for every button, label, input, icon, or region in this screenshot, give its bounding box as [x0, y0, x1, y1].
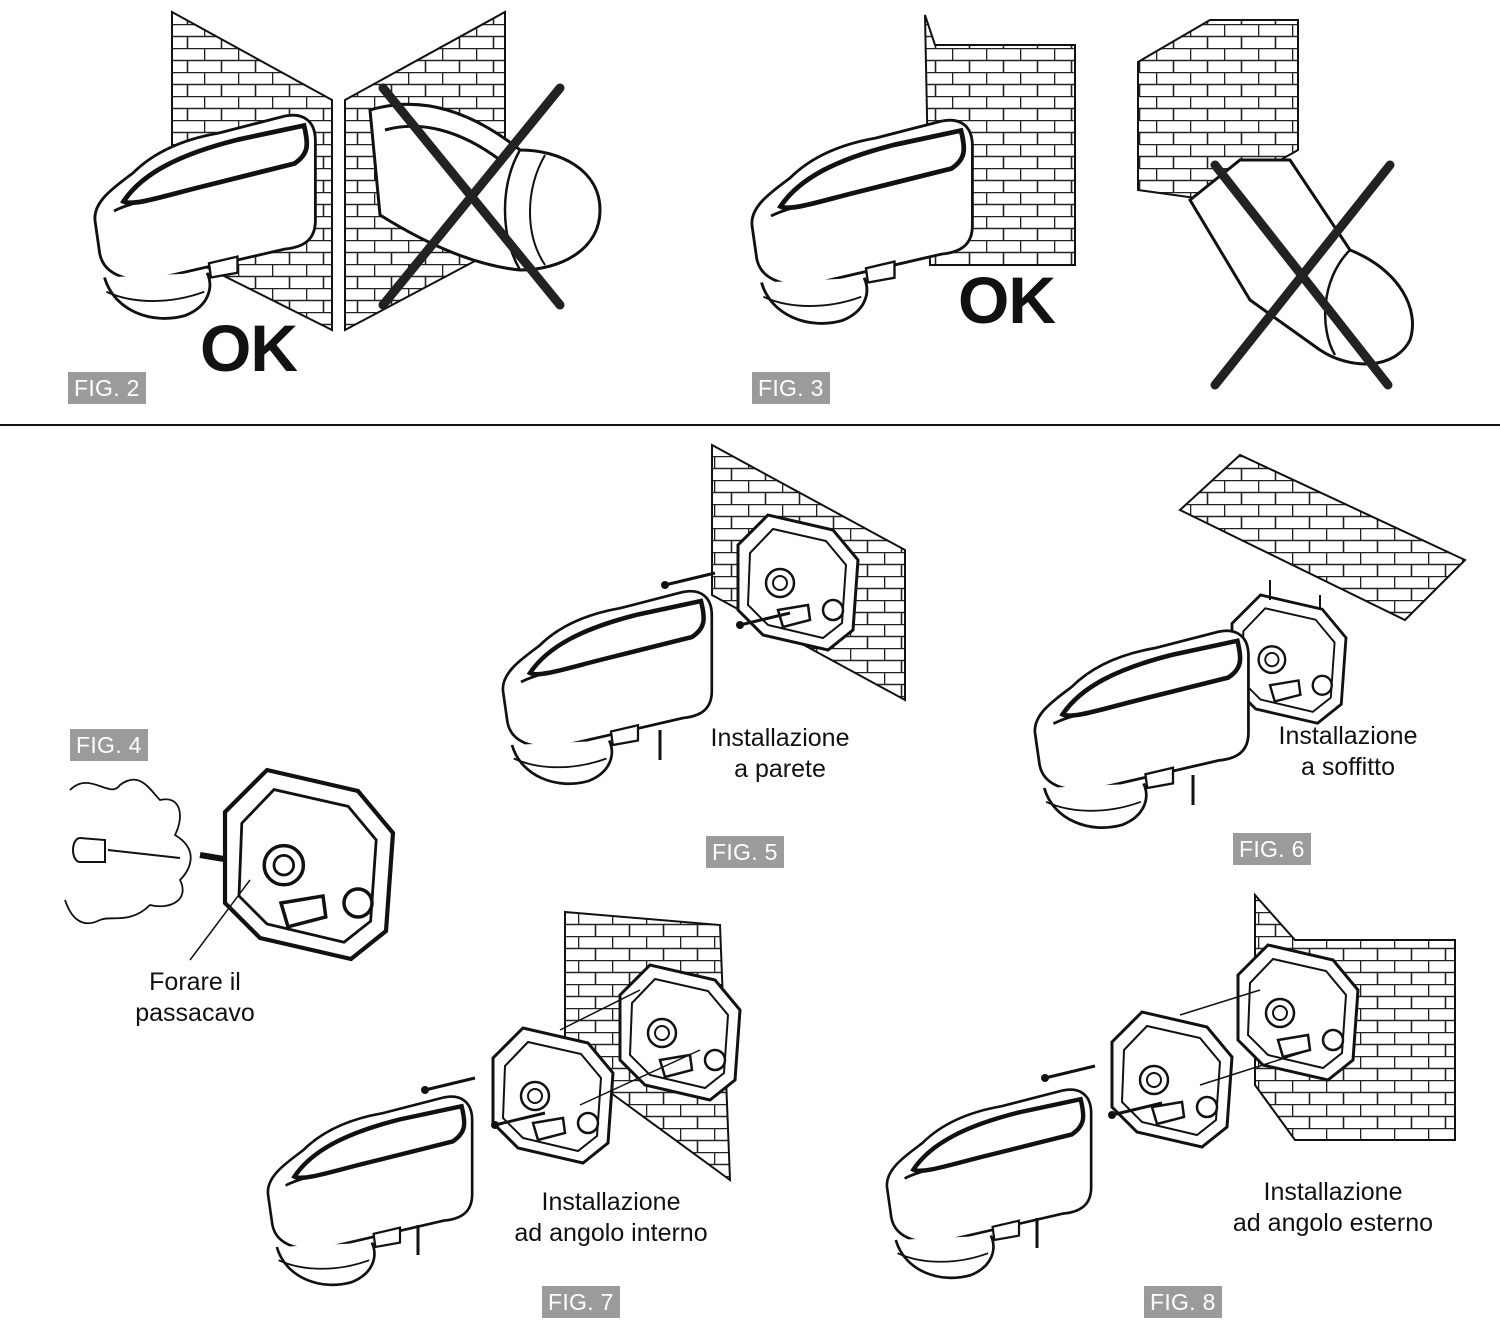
fig8-caption: Installazione ad angolo esterno	[1218, 1177, 1448, 1239]
fig4-caption-line2: passacavo	[135, 999, 255, 1027]
fig3-ok-label: OK	[958, 263, 1056, 337]
fig5-caption-line1: Installazione	[710, 724, 850, 752]
fig7-caption-line2: ad angolo interno	[514, 1219, 708, 1247]
fig5-label: FIG. 5	[706, 836, 784, 868]
fig5-caption: Installazione a parete	[700, 723, 860, 785]
fig7-label: FIG. 7	[542, 1286, 620, 1318]
fig2-ok-label: OK	[200, 311, 298, 385]
fig2-drawing	[95, 10, 602, 332]
fig6-caption-line1: Installazione	[1278, 722, 1418, 750]
fig8-caption-line2: ad angolo esterno	[1232, 1209, 1434, 1237]
fig4-caption-line1: Forare il	[149, 968, 241, 996]
fig4-caption: Forare il passacavo	[120, 967, 270, 1029]
fig8-drawing	[887, 892, 1456, 1278]
fig6-caption-line2: a soffitto	[1300, 753, 1396, 781]
fig5-caption-line2: a parete	[734, 755, 826, 783]
fig7-caption-line1: Installazione	[541, 1188, 681, 1216]
fig2-label: FIG. 2	[68, 372, 146, 404]
fig8-label: FIG. 8	[1144, 1286, 1222, 1318]
fig6-drawing	[1035, 453, 1467, 828]
fig7-drawing	[268, 910, 742, 1285]
fig8-caption-line1: Installazione	[1263, 1178, 1403, 1206]
fig6-caption: Installazione a soffitto	[1268, 721, 1428, 783]
fig7-caption: Installazione ad angolo interno	[500, 1187, 722, 1249]
fig4-label: FIG. 4	[70, 729, 148, 761]
fig3-label: FIG. 3	[752, 372, 830, 404]
fig5-drawing	[503, 443, 906, 784]
fig3-drawing	[752, 14, 1414, 390]
fig4-drawing	[64, 770, 393, 960]
fig6-label: FIG. 6	[1233, 833, 1311, 865]
